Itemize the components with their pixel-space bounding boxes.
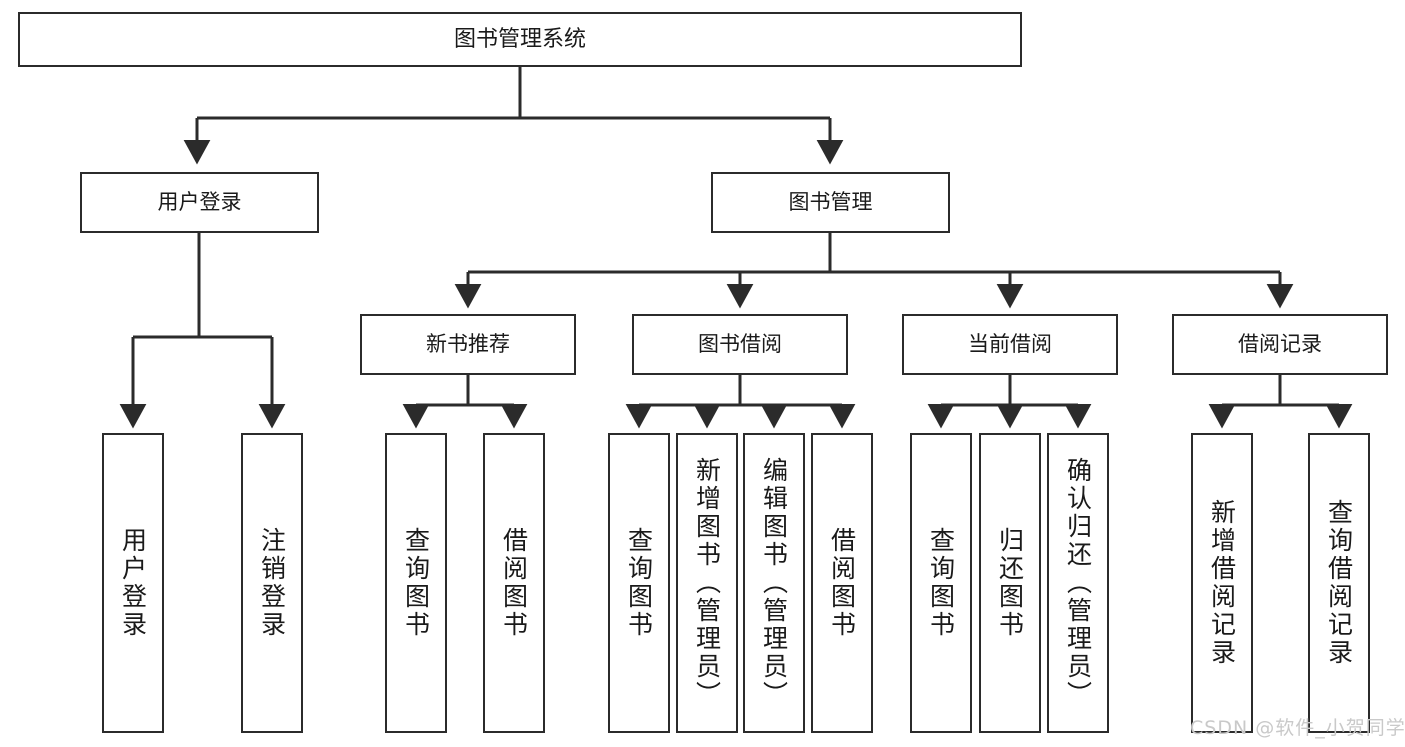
node-leaf-borrow-book-2[interactable]: 借阅图书 bbox=[811, 433, 873, 733]
node-label: 新增借阅记录 bbox=[1207, 499, 1237, 667]
node-root-system[interactable]: 图书管理系统 bbox=[18, 12, 1022, 67]
node-label: 用户登录 bbox=[118, 527, 148, 639]
node-book-manage[interactable]: 图书管理 bbox=[711, 172, 950, 233]
node-label: 查询图书 bbox=[926, 527, 956, 639]
node-leaf-return-book[interactable]: 归还图书 bbox=[979, 433, 1041, 733]
node-leaf-user-login[interactable]: 用户登录 bbox=[102, 433, 164, 733]
node-label: 注销登录 bbox=[257, 527, 287, 639]
node-label: 当前借阅 bbox=[968, 332, 1052, 357]
node-label: 用户登录 bbox=[157, 190, 242, 215]
node-new-book-recommend[interactable]: 新书推荐 bbox=[360, 314, 576, 375]
csdn-watermark: CSDN @软件_小贺同学 bbox=[1190, 717, 1405, 739]
node-label: 图书管理系统 bbox=[453, 26, 586, 52]
node-leaf-logout[interactable]: 注销登录 bbox=[241, 433, 303, 733]
node-label: 新增图书（管理员） bbox=[692, 457, 722, 709]
node-label: 图书借阅 bbox=[698, 332, 782, 357]
node-label: 借阅图书 bbox=[499, 527, 529, 639]
node-label: 查询借阅记录 bbox=[1324, 499, 1354, 667]
node-leaf-confirm-return[interactable]: 确认归还（管理员） bbox=[1047, 433, 1109, 733]
node-leaf-query-book-3[interactable]: 查询图书 bbox=[910, 433, 972, 733]
node-label: 查询图书 bbox=[401, 527, 431, 639]
node-book-borrow[interactable]: 图书借阅 bbox=[632, 314, 848, 375]
node-leaf-borrow-book-1[interactable]: 借阅图书 bbox=[483, 433, 545, 733]
node-label: 归还图书 bbox=[995, 527, 1025, 639]
node-leaf-query-book-1[interactable]: 查询图书 bbox=[385, 433, 447, 733]
node-label: 借阅记录 bbox=[1238, 332, 1322, 357]
node-current-borrow[interactable]: 当前借阅 bbox=[902, 314, 1118, 375]
node-label: 图书管理 bbox=[788, 190, 873, 215]
node-borrow-record[interactable]: 借阅记录 bbox=[1172, 314, 1388, 375]
node-user-login[interactable]: 用户登录 bbox=[80, 172, 319, 233]
node-label: 确认归还（管理员） bbox=[1063, 457, 1093, 709]
node-leaf-query-record[interactable]: 查询借阅记录 bbox=[1308, 433, 1370, 733]
node-leaf-add-book[interactable]: 新增图书（管理员） bbox=[676, 433, 738, 733]
node-label: 新书推荐 bbox=[426, 332, 510, 357]
node-leaf-edit-book[interactable]: 编辑图书（管理员） bbox=[743, 433, 805, 733]
node-label: 编辑图书（管理员） bbox=[759, 457, 789, 709]
node-label: 借阅图书 bbox=[827, 527, 857, 639]
node-leaf-query-book-2[interactable]: 查询图书 bbox=[608, 433, 670, 733]
node-label: 查询图书 bbox=[624, 527, 654, 639]
node-leaf-add-record[interactable]: 新增借阅记录 bbox=[1191, 433, 1253, 733]
